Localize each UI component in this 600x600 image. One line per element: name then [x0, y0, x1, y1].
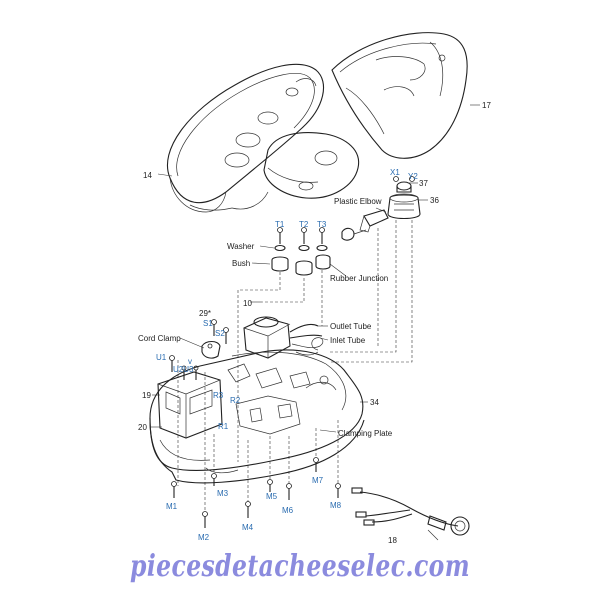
callout-18: 18	[388, 536, 397, 545]
callout-s1: S1	[203, 319, 213, 328]
callout-m1: M1	[166, 502, 178, 511]
callout-m7: M7	[312, 476, 324, 485]
top-cover	[331, 32, 468, 159]
callout-inlet-tube: Inlet Tube	[330, 336, 366, 345]
callout-x1: X1	[390, 168, 400, 177]
pump-unit	[243, 316, 324, 359]
callout-clamping-plate: Clamping Plate	[338, 429, 393, 438]
leader-lines	[150, 104, 480, 541]
callout-outlet-tube: Outlet Tube	[330, 322, 372, 331]
site-watermark: piecesdetacheeselec.com	[130, 549, 470, 584]
callout-washer: Washer	[227, 242, 255, 251]
callout-rubber-junction: Rubber Junction	[330, 274, 388, 283]
callout-r1: R1	[218, 422, 229, 431]
callout-t3: T3	[317, 220, 327, 229]
callout-m3: M3	[217, 489, 229, 498]
screw-set-t	[271, 227, 331, 276]
callout-t1: T1	[275, 220, 285, 229]
callout-u2u3: U2U3	[173, 365, 194, 374]
callout-s2: S2	[215, 329, 225, 338]
callout-bush: Bush	[232, 259, 250, 268]
callout-cord-clamp: Cord Clamp	[138, 334, 181, 343]
callout-10: 10	[243, 299, 252, 308]
callout-labels: 14 17 X1 Y2 37 36 Plastic Elbow T1 T2 T3…	[138, 101, 491, 545]
callout-v: v	[188, 357, 192, 366]
callout-m2: M2	[198, 533, 210, 542]
assembly-guides	[177, 220, 413, 514]
plastic-elbow	[341, 209, 389, 241]
callout-r3: R3	[213, 391, 224, 400]
callout-m6: M6	[282, 506, 294, 515]
cord-clamp	[201, 319, 229, 359]
callout-m4: M4	[242, 523, 254, 532]
bottom-screws	[171, 457, 341, 528]
callout-plastic-elbow: Plastic Elbow	[334, 197, 382, 206]
callout-37: 37	[419, 179, 428, 188]
callout-r2: R2	[230, 396, 241, 405]
power-cord	[351, 487, 470, 536]
callout-19: 19	[142, 391, 151, 400]
top-housing-lobe	[231, 132, 360, 210]
callout-20: 20	[138, 423, 147, 432]
callout-36: 36	[430, 196, 439, 205]
valve-assembly	[387, 176, 421, 220]
callout-14: 14	[143, 171, 152, 180]
callout-m8: M8	[330, 501, 342, 510]
callout-u1: U1	[156, 353, 167, 362]
callout-m5: M5	[266, 492, 278, 501]
callout-t2: T2	[299, 220, 309, 229]
callout-29: 29*	[199, 309, 211, 318]
callout-17: 17	[482, 101, 491, 110]
callout-y2: Y2	[408, 172, 418, 181]
top-housing-shell	[166, 63, 325, 213]
callout-34: 34	[370, 398, 379, 407]
base-housing	[149, 349, 365, 484]
